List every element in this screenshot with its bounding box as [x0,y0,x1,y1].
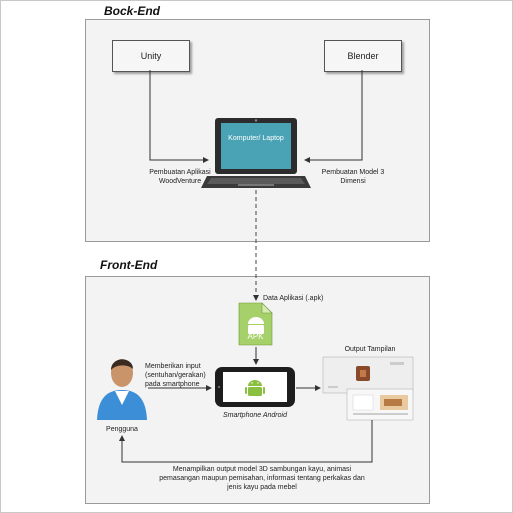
right-caption: Pembuatan Model 3 Dimensi [321,169,385,185]
bottom-caption: Menampilkan output model 3D sambungan ka… [159,466,365,491]
blender-box: Blender [324,40,402,72]
blender-label: Blender [347,51,379,61]
output-title: Output Tampilan [344,346,396,353]
frontend-title: Front-End [100,258,158,272]
backend-title: Bock-End [104,4,161,18]
unity-label: Unity [140,51,162,61]
apk-data-label: Data Aplikasi (.apk) [263,295,324,302]
computer-label: Komputer/ Laptop [228,135,284,142]
unity-box: Unity [112,40,190,72]
apk-label: APK [247,332,264,341]
android-logo-icon [245,380,265,396]
smartphone-label: Smartphone Android [223,412,287,419]
unity-to-laptop-arrow [149,70,209,163]
user-label: Pengguna [106,426,138,433]
output-to-user-arrow [119,420,373,463]
input-caption: Memberikan input (sentuhan/gerakan) pada… [145,363,206,388]
left-caption: Pembuatan Aplikasi WoodVenture [149,169,211,185]
blender-to-laptop-arrow [304,70,363,163]
